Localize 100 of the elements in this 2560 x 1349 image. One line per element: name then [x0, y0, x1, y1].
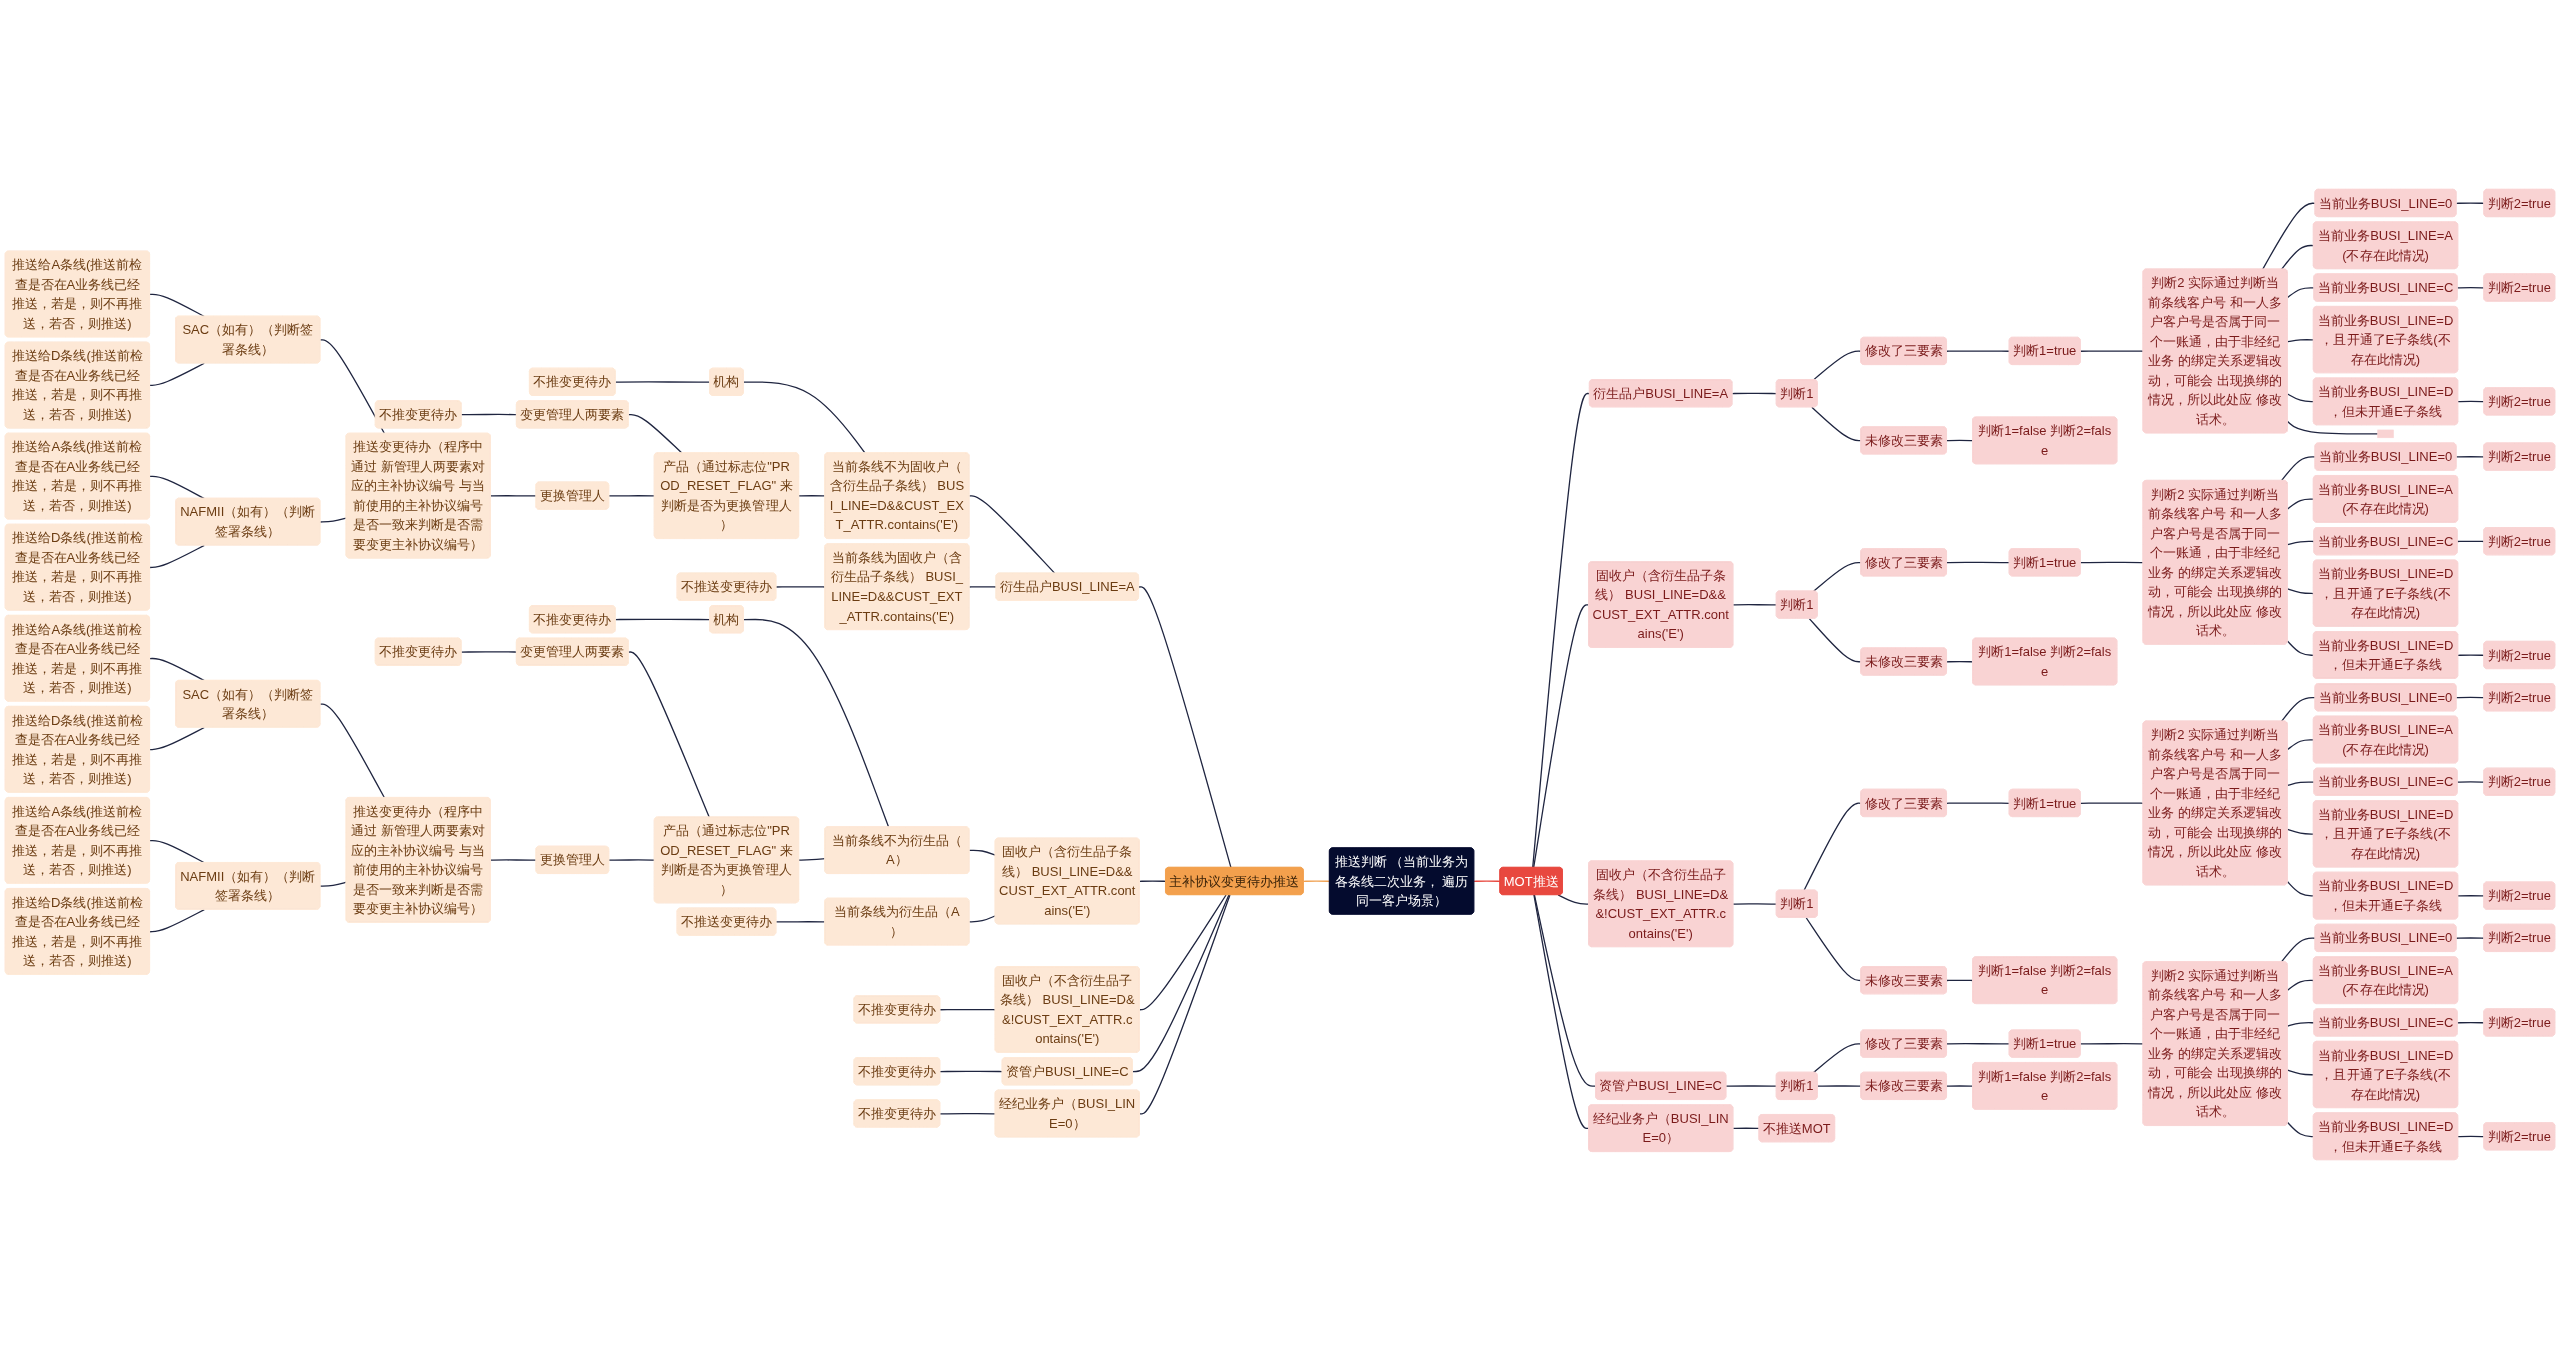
connector	[149, 726, 205, 751]
connector	[798, 858, 826, 861]
connector	[1557, 894, 1590, 905]
connector	[614, 381, 711, 383]
connector	[2079, 350, 2144, 352]
connector	[2287, 828, 2315, 835]
connector	[1732, 604, 1778, 606]
connector	[2287, 498, 2315, 510]
connector	[1812, 561, 1862, 592]
connector	[2287, 393, 2315, 403]
connector	[2456, 540, 2485, 543]
connector	[2079, 802, 2144, 804]
connector	[2287, 1069, 2315, 1076]
connector	[2079, 561, 2144, 564]
connector	[1473, 880, 1501, 882]
connector	[1132, 894, 1230, 1073]
connector	[149, 908, 205, 933]
connector	[798, 495, 826, 497]
connector	[1533, 894, 1597, 1087]
connector	[743, 618, 890, 828]
connector	[2457, 400, 2485, 403]
connector	[968, 586, 997, 588]
connector	[1946, 439, 1974, 442]
connector	[1139, 894, 1231, 1115]
connector	[2457, 1135, 2485, 1138]
connector	[968, 849, 997, 856]
connector	[2455, 937, 2485, 939]
connector	[775, 921, 826, 923]
connector	[2456, 781, 2485, 783]
connector	[2287, 1121, 2315, 1138]
connector	[614, 618, 711, 621]
connector	[319, 703, 386, 799]
connector	[2280, 937, 2316, 963]
connector	[743, 381, 866, 454]
connector	[2280, 696, 2316, 722]
connector	[2455, 202, 2485, 204]
connector	[2287, 339, 2315, 343]
connector	[2287, 540, 2315, 546]
connector	[2287, 420, 2379, 435]
connector	[1731, 392, 1778, 395]
connector	[2455, 456, 2485, 458]
connector	[2287, 1022, 2315, 1027]
connector	[1812, 350, 1862, 381]
connector	[1946, 350, 2011, 352]
connector	[2287, 781, 2315, 786]
connector	[608, 495, 656, 497]
connector	[460, 413, 518, 416]
connector	[1732, 903, 1778, 905]
connector	[490, 495, 537, 497]
connector	[1805, 917, 1862, 982]
connector	[319, 339, 386, 435]
connector	[1138, 586, 1232, 869]
connector	[1812, 1043, 1862, 1074]
connector	[1811, 406, 1862, 442]
connector	[939, 1070, 1004, 1073]
connector	[1817, 1085, 1862, 1087]
connector	[2287, 979, 2315, 991]
connector	[149, 475, 205, 500]
connector	[1946, 561, 2011, 564]
connector	[939, 1112, 997, 1115]
connector	[1303, 880, 1331, 882]
connector	[1732, 1127, 1760, 1130]
connector	[1946, 660, 1974, 663]
connector	[1139, 880, 1167, 882]
connector	[2287, 287, 2315, 299]
connector	[1946, 1085, 1974, 1087]
connector	[2287, 881, 2315, 897]
connector	[2262, 202, 2316, 270]
connector	[149, 544, 205, 569]
connector	[1725, 1085, 1778, 1087]
connector	[2287, 739, 2315, 751]
connector	[1533, 894, 1590, 1130]
connector	[2287, 588, 2315, 595]
connector	[1533, 604, 1590, 869]
connector	[149, 839, 205, 864]
connector	[460, 651, 518, 653]
connector	[1803, 802, 1862, 892]
connector	[149, 362, 205, 387]
connector	[2457, 895, 2485, 897]
connector	[1532, 392, 1591, 869]
connector	[2287, 640, 2315, 656]
connector	[149, 293, 205, 318]
connector	[319, 881, 347, 887]
connector	[149, 657, 205, 682]
connector	[2456, 287, 2485, 289]
connector	[939, 1008, 997, 1011]
connector	[2455, 696, 2485, 699]
connector	[2456, 1021, 2485, 1024]
connector	[627, 651, 710, 818]
connector	[1946, 802, 2011, 804]
connector	[2280, 244, 2315, 270]
connector	[1808, 617, 1862, 663]
connector	[627, 413, 683, 454]
connector	[608, 859, 656, 861]
connector	[968, 915, 997, 923]
connector	[1946, 979, 1974, 982]
connector	[319, 517, 347, 523]
connector	[2079, 1043, 2144, 1045]
connector	[968, 495, 1056, 574]
connector	[775, 586, 826, 588]
